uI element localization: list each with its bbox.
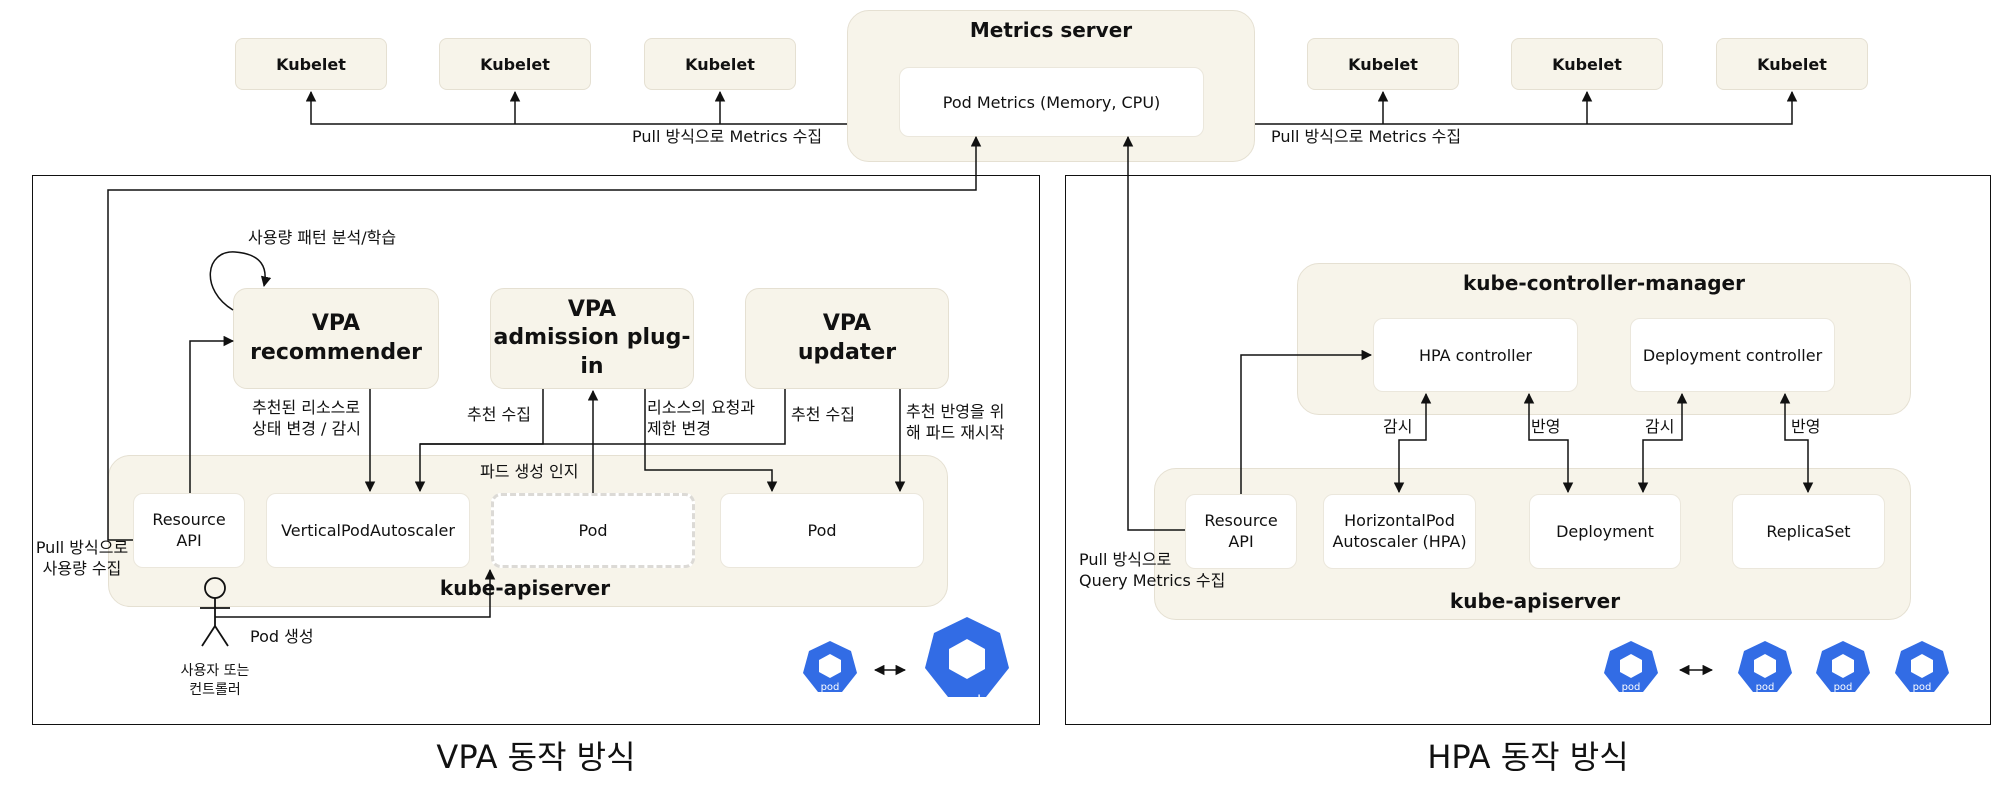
kubelet-3: Kubelet <box>644 38 796 90</box>
kubelet-2: Kubelet <box>439 38 591 90</box>
apply-label-1: 반영 <box>1531 417 1561 436</box>
pod-running: Pod <box>720 493 924 568</box>
replicaset-label: ReplicaSet <box>1766 522 1851 541</box>
pull-query-label-2: Query Metrics 수집 <box>1079 571 1226 590</box>
kubelet-1-label: Kubelet <box>276 54 346 74</box>
hpa-apiserver-title: kube-apiserver <box>1449 589 1621 613</box>
pull-metrics-label-right: Pull 방식으로 Metrics 수집 <box>1271 127 1462 146</box>
hpa-frame <box>1065 175 1991 725</box>
kubelet-3-label: Kubelet <box>685 54 755 74</box>
vpa-frame <box>32 175 1040 725</box>
recommended-status-label-2: 상태 변경 / 감시 <box>252 419 361 438</box>
hpa-resource-api-line1: Resource <box>1204 510 1278 530</box>
request-limit-label-2: 제한 변경 <box>647 419 711 438</box>
kubelet-6-label: Kubelet <box>1757 54 1827 74</box>
deployment-controller-label: Deployment controller <box>1642 345 1823 365</box>
vpa-admission-line1: VPA <box>567 296 617 322</box>
metrics-to-kubelets-left <box>305 90 847 125</box>
metrics-server-title: Metrics server <box>969 18 1133 42</box>
hpa-controller-label: HPA controller <box>1418 345 1532 365</box>
usage-pattern-label: 사용량 패턴 분석/학습 <box>248 228 397 247</box>
vpa-recommender-line1: VPA <box>311 310 361 336</box>
restart-label-2: 해 파드 재시작 <box>906 423 1005 442</box>
pull-usage-label-2: 사용량 수집 <box>42 559 122 578</box>
pod-metrics-label: Pod Metrics (Memory, CPU) <box>942 92 1161 112</box>
vertical-pod-autoscaler: VerticalPodAutoscaler <box>266 493 470 568</box>
vpa-recommender-line2: recommender <box>250 339 422 365</box>
apply-label-2: 반영 <box>1791 417 1821 436</box>
restart-label-1: 추천 반영을 위 <box>906 402 1005 421</box>
vpa-updater-line1: VPA <box>822 310 872 336</box>
controller-manager-title: kube-controller-manager <box>1463 271 1745 295</box>
deployment-controller: Deployment controller <box>1630 318 1835 392</box>
pod-creation-aware-label: 파드 생성 인지 <box>480 462 579 481</box>
kubelet-6: Kubelet <box>1716 38 1868 90</box>
pull-metrics-label-left: Pull 방식으로 Metrics 수집 <box>632 127 823 146</box>
vpa-apiserver-title: kube-apiserver <box>439 576 611 600</box>
pod-pending-label: Pod <box>578 521 608 540</box>
pod-running-label: Pod <box>807 521 837 540</box>
pod-pending: Pod <box>491 493 695 568</box>
watch-label-1: 감시 <box>1383 417 1413 436</box>
pod-metrics-box: Pod Metrics (Memory, CPU) <box>899 67 1204 137</box>
kubelet-4: Kubelet <box>1307 38 1459 90</box>
actor-label-1: 사용자 또는 <box>180 663 250 679</box>
vertical-pod-autoscaler-label: VerticalPodAutoscaler <box>281 521 455 540</box>
pull-usage-label-1: Pull 방식으로 <box>35 538 129 557</box>
request-limit-label-1: 리소스의 요청과 <box>647 398 756 417</box>
actor-label-2: 컨트롤러 <box>189 682 241 698</box>
vpa-resource-api-line2: API <box>176 530 202 550</box>
vpa-updater: VPA updater <box>745 288 949 389</box>
hpa-caption: HPA 동작 방식 <box>1427 738 1629 776</box>
vpa-resource-api-line1: Resource <box>152 509 226 529</box>
kubelet-2-label: Kubelet <box>480 54 550 74</box>
vpa-admission-plugin: VPA admission plug-in <box>490 288 694 389</box>
vpa-updater-line2: updater <box>797 339 897 365</box>
hpa-object-line1: HorizontalPod <box>1344 510 1455 530</box>
kubelet-5: Kubelet <box>1511 38 1663 90</box>
metrics-to-kubelets-right <box>1255 90 1798 125</box>
watch-label-2: 감시 <box>1645 417 1675 436</box>
vpa-caption: VPA 동작 방식 <box>436 738 636 776</box>
pod-create-label: Pod 생성 <box>250 627 314 646</box>
hpa-resource-api-line2: API <box>1228 531 1254 551</box>
vpa-recommender: VPA recommender <box>233 288 439 389</box>
collect-recommendation-left: 추천 수집 <box>467 405 531 424</box>
kubelet-5-label: Kubelet <box>1552 54 1622 74</box>
kubelet-4-label: Kubelet <box>1348 54 1418 74</box>
recommended-status-label-1: 추천된 리소스로 <box>252 398 361 417</box>
collect-recommendation-right: 추천 수집 <box>791 405 855 424</box>
deployment: Deployment <box>1529 494 1681 569</box>
pull-query-label-1: Pull 방식으로 <box>1079 550 1172 569</box>
hpa-object-line2: Autoscaler (HPA) <box>1332 531 1467 551</box>
deployment-label: Deployment <box>1556 522 1654 541</box>
hpa-controller: HPA controller <box>1373 318 1578 392</box>
kubelet-1: Kubelet <box>235 38 387 90</box>
replicaset: ReplicaSet <box>1732 494 1885 569</box>
vpa-admission-line2: admission plug-in <box>493 325 691 379</box>
